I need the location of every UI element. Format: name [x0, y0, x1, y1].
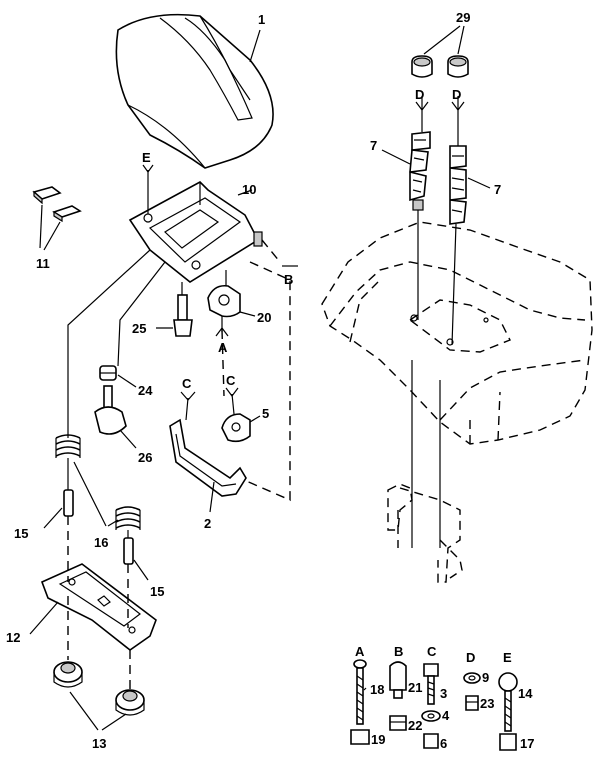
- callout-1: 1: [258, 12, 265, 27]
- part-13-bushings: [53, 661, 145, 731]
- callout-16: 16: [94, 535, 108, 550]
- part-15-pin-right: [123, 537, 149, 581]
- console-outline: [321, 221, 593, 445]
- callout-15-left: 15: [14, 526, 28, 541]
- callout-24: 24: [138, 383, 153, 398]
- callout-29: 29: [456, 10, 470, 25]
- lower-linkage: [387, 360, 463, 583]
- callout-10: 10: [242, 182, 256, 197]
- callout-25: 25: [132, 321, 146, 336]
- part-7-shift-rods: [381, 96, 491, 346]
- callout-15-right: 15: [150, 584, 164, 599]
- hardware-legend-d: [463, 672, 481, 711]
- part-29-caps: [411, 25, 469, 78]
- part-26-knob: [94, 385, 137, 449]
- callout-e-top: E: [142, 150, 151, 165]
- legend-part-9: 9: [482, 670, 489, 685]
- callout-a-side: A: [218, 340, 228, 355]
- legend-letter-e: E: [503, 650, 512, 665]
- legend-letter-c: C: [427, 644, 437, 659]
- part-1-cover: [115, 13, 274, 169]
- hardware-legend-e: [498, 672, 518, 751]
- legend-part-17: 17: [520, 736, 534, 751]
- callout-7-left: 7: [370, 138, 377, 153]
- legend-part-18: 18: [370, 682, 384, 697]
- legend-part-23: 23: [480, 696, 494, 711]
- callout-7-right: 7: [494, 182, 501, 197]
- part-12-base-plate: [29, 563, 157, 651]
- callout-13: 13: [92, 736, 106, 751]
- callout-c-left: C: [182, 376, 192, 391]
- callout-d-right: D: [452, 87, 461, 102]
- part-25-bolt: [156, 282, 193, 337]
- legend-part-22: 22: [408, 718, 422, 733]
- callout-c-right: C: [226, 373, 236, 388]
- hardware-legend-c: [421, 663, 441, 749]
- callout-12: 12: [6, 630, 20, 645]
- legend-part-19: 19: [371, 732, 385, 747]
- hardware-legend-a: [350, 659, 370, 745]
- callout-5: 5: [262, 406, 269, 421]
- part-16-spring-right: [73, 461, 141, 530]
- part-11-pads: [32, 186, 82, 251]
- legend-part-3: 3: [440, 686, 447, 701]
- legend-part-4: 4: [442, 708, 450, 723]
- part-20-clip: [207, 270, 256, 337]
- callout-d-left: D: [415, 87, 424, 102]
- legend-part-6: 6: [440, 736, 447, 751]
- callout-20: 20: [257, 310, 271, 325]
- part-2-bracket: [169, 391, 247, 513]
- part-24-nut: [99, 365, 137, 388]
- left-alignment-lines: [67, 239, 291, 690]
- legend-part-14: 14: [518, 686, 533, 701]
- legend-letter-a: A: [355, 644, 365, 659]
- callout-2: 2: [204, 516, 211, 531]
- part-10-shift-plate: [128, 164, 263, 283]
- callout-b-side: B: [284, 272, 293, 287]
- callout-26: 26: [138, 450, 152, 465]
- legend-letter-d: D: [466, 650, 475, 665]
- hardware-legend-b: [389, 661, 407, 731]
- part-5-clip: [221, 387, 261, 443]
- part-16-spring-left: [55, 434, 81, 458]
- legend-letter-b: B: [394, 644, 403, 659]
- callout-11: 11: [36, 256, 50, 271]
- legend-part-21: 21: [408, 680, 422, 695]
